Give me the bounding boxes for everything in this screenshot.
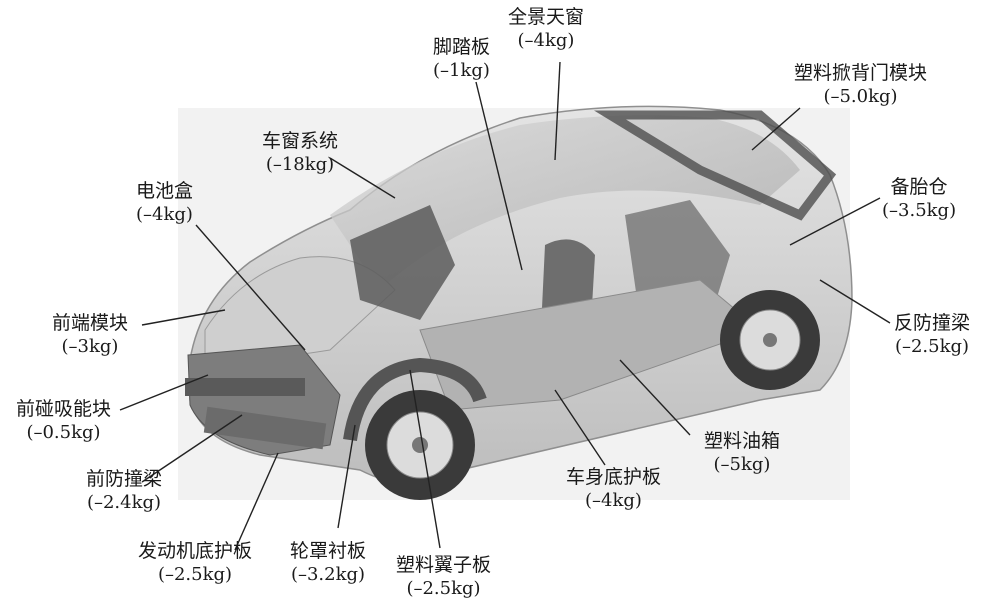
callout-wheel-arch-liner: 轮罩衬板 (–3.2kg) bbox=[290, 540, 366, 586]
callout-mass: (–2.5kg) bbox=[157, 563, 233, 585]
callout-spare-tire-well: 备胎仓 (–3.5kg) bbox=[882, 176, 956, 222]
callout-mass: (–2.5kg) bbox=[406, 577, 481, 599]
callout-name: 脚踏板 bbox=[433, 36, 491, 58]
front-wheel bbox=[365, 390, 475, 500]
callout-name: 反防撞梁 bbox=[894, 312, 971, 334]
callout-plastic-fuel-tank: 塑料油箱 (–5kg) bbox=[704, 430, 780, 476]
tailgate-frame bbox=[594, 110, 837, 221]
callout-mass: (–0.5kg) bbox=[26, 421, 101, 443]
callout-mass: (–3.2kg) bbox=[290, 563, 366, 585]
window-frame bbox=[350, 205, 455, 320]
callout-mass: (–3kg) bbox=[61, 335, 119, 357]
callout-mass: (–4kg) bbox=[585, 489, 642, 511]
callout-mass: (–5.0kg) bbox=[823, 85, 898, 107]
callout-name: 车窗系统 bbox=[262, 130, 339, 152]
callout-mass: (–18kg) bbox=[265, 153, 335, 175]
leader-lines bbox=[119, 61, 891, 551]
callout-window-system: 车窗系统 (–18kg) bbox=[262, 130, 338, 176]
callout-name: 车身底护板 bbox=[566, 466, 662, 488]
callout-rear-bumper-beam: 反防撞梁 (–2.5kg) bbox=[894, 312, 970, 358]
callout-name: 塑料翼子板 bbox=[396, 554, 492, 576]
callout-battery-box: 电池盒 (–4kg) bbox=[136, 180, 193, 226]
callout-front-bumper-beam: 前防撞梁 (–2.4kg) bbox=[86, 468, 162, 514]
front-energy-absorber-part bbox=[185, 378, 305, 396]
callout-name: 前碰吸能块 bbox=[16, 398, 112, 420]
rear-wheel bbox=[720, 290, 820, 390]
callout-mass: (–4kg) bbox=[517, 29, 575, 51]
callout-name: 轮罩衬板 bbox=[290, 540, 367, 562]
callout-front-end-module: 前端模块 (–3kg) bbox=[52, 312, 128, 358]
callout-plastic-fender: 塑料翼子板 (–2.5kg) bbox=[396, 554, 491, 600]
callout-name: 备胎仓 bbox=[890, 176, 948, 198]
engine-skid-part bbox=[203, 406, 327, 450]
callout-mass: (–2.4kg) bbox=[86, 491, 162, 513]
callout-name: 发动机底护板 bbox=[138, 540, 253, 562]
callout-underbody-shield: 车身底护板 (–4kg) bbox=[566, 466, 661, 512]
callout-name: 全景天窗 bbox=[508, 6, 585, 28]
callout-sunroof: 全景天窗 (–4kg) bbox=[508, 6, 584, 52]
callout-mass: (–1kg) bbox=[433, 59, 490, 81]
callout-front-energy-absorber: 前碰吸能块 (–0.5kg) bbox=[16, 398, 111, 444]
callout-mass: (–2.5kg) bbox=[894, 335, 970, 357]
callout-mass: (–5kg) bbox=[713, 453, 771, 475]
callout-footboard: 脚踏板 (–1kg) bbox=[433, 36, 490, 82]
wheel-arch-liner-part bbox=[343, 357, 487, 442]
callout-name: 前端模块 bbox=[52, 312, 129, 334]
callout-mass: (–4kg) bbox=[136, 203, 193, 225]
callout-name: 电池盒 bbox=[136, 180, 194, 202]
callout-tailgate: 塑料掀背门模块 (–5.0kg) bbox=[794, 62, 927, 108]
callout-name: 塑料掀背门模块 bbox=[794, 62, 928, 84]
callout-name: 前防撞梁 bbox=[86, 468, 163, 490]
callout-name: 塑料油箱 bbox=[704, 430, 781, 452]
callout-engine-skid-plate: 发动机底护板 (–2.5kg) bbox=[138, 540, 252, 586]
callout-mass: (–3.5kg) bbox=[882, 199, 957, 221]
